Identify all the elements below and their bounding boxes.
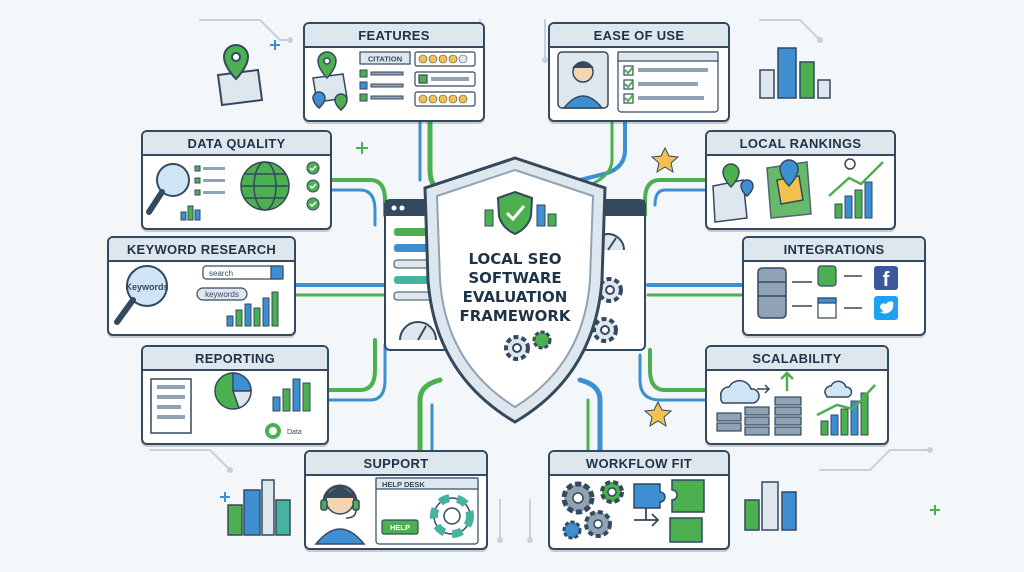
bar-chart-icon (226, 291, 279, 327)
card-reporting: REPORTING Data (141, 345, 329, 445)
card-title: SUPPORT (306, 452, 486, 476)
magnifier-text: Keywords (125, 282, 168, 292)
data-label: Data (287, 429, 302, 436)
map-pin-icon (722, 159, 799, 197)
growth-chart-icon (820, 392, 869, 436)
card-title: INTEGRATIONS (744, 238, 924, 262)
card-title: WORKFLOW FIT (550, 452, 728, 476)
growth-chart-icon (834, 181, 873, 219)
bar-chart-icon (180, 205, 201, 221)
card-title: REPORTING (143, 347, 327, 371)
pie-chart-icon (214, 372, 252, 410)
card-title: DATA QUALITY (143, 132, 330, 156)
center-title-line-3: EVALUATION (463, 288, 568, 306)
checklist-window-icon (617, 51, 719, 113)
wire-data-quality (326, 178, 387, 217)
gauge-icon (399, 321, 437, 341)
gear-icon (532, 330, 552, 350)
map-pin-icon (312, 51, 348, 111)
server-rack-icon (716, 396, 802, 436)
citation-label: CITATION (368, 55, 402, 64)
magnifier-icon (114, 265, 168, 325)
card-scalability: SCALABILITY (705, 345, 889, 445)
headset-agent-icon (314, 484, 366, 545)
wire-support (417, 377, 443, 453)
center-title-line-4: FRAMEWORK (459, 307, 571, 325)
magnifier-icon (146, 163, 190, 215)
twitter-icon (874, 296, 898, 320)
search-placeholder: search (209, 269, 233, 278)
flow-arrows-icon (634, 508, 660, 527)
facebook-icon: f (874, 266, 898, 291)
database-icon (757, 267, 787, 319)
star-rating-icon (414, 51, 476, 107)
center-title-line-1: LOCAL SEO (469, 250, 562, 268)
data-store-icon (817, 265, 837, 319)
check-shield-icon (496, 190, 534, 236)
svg-text:f: f (883, 269, 890, 291)
card-title: FEATURES (305, 24, 483, 48)
keyword-tag: keywords (205, 290, 239, 299)
card-workflow-fit: WORKFLOW FIT (548, 450, 730, 550)
shield-icon: LOCAL SEO SOFTWARE EVALUATION FRAMEWORK (423, 156, 607, 424)
donut-chart-icon (265, 423, 281, 439)
card-local-rankings: LOCAL RANKINGS (705, 130, 896, 230)
user-avatar-icon (557, 51, 609, 109)
puzzle-icon (633, 479, 705, 543)
wire-ease-of-use (578, 116, 627, 182)
card-data-quality: DATA QUALITY (141, 130, 332, 230)
card-keyword-research: KEYWORD RESEARCH Keywords search keyword… (107, 236, 296, 336)
gear-icon (561, 480, 624, 540)
arrow-up-icon (780, 371, 794, 391)
card-features: FEATURES CITATION (303, 22, 485, 122)
wire-scalability (648, 348, 707, 392)
city-right-top-icon (759, 47, 831, 99)
card-title: KEYWORD RESEARCH (109, 238, 294, 262)
wire-reporting (323, 338, 377, 392)
search-bar (202, 265, 284, 280)
help-button-label: HELP (390, 523, 410, 532)
card-title: SCALABILITY (707, 347, 887, 371)
card-title: LOCAL RANKINGS (707, 132, 894, 156)
card-ease-of-use: EASE OF USE (548, 22, 730, 122)
wire-local-rankings (643, 178, 707, 217)
city-left-icon (227, 479, 291, 536)
help-desk-label: HELP DESK (382, 480, 425, 489)
center-title-line-2: SOFTWARE (468, 269, 561, 287)
card-support: SUPPORT HELP DESK HELP (304, 450, 488, 550)
wire-workflow-fit (577, 377, 603, 453)
map-pin-decor-icon (216, 43, 264, 107)
checklist-icon (359, 69, 404, 102)
star-icon (643, 146, 680, 428)
document-icon (150, 378, 192, 434)
center-framework: LOCAL SEO SOFTWARE EVALUATION FRAMEWORK (384, 156, 646, 424)
bar-chart-icon (272, 378, 311, 412)
globe-icon (240, 161, 290, 211)
card-integrations: INTEGRATIONS f (742, 236, 926, 336)
cloud-icon (720, 379, 853, 404)
city-right-bottom-icon (744, 481, 797, 531)
lifebuoy-icon (430, 494, 474, 538)
card-title: EASE OF USE (550, 24, 728, 48)
